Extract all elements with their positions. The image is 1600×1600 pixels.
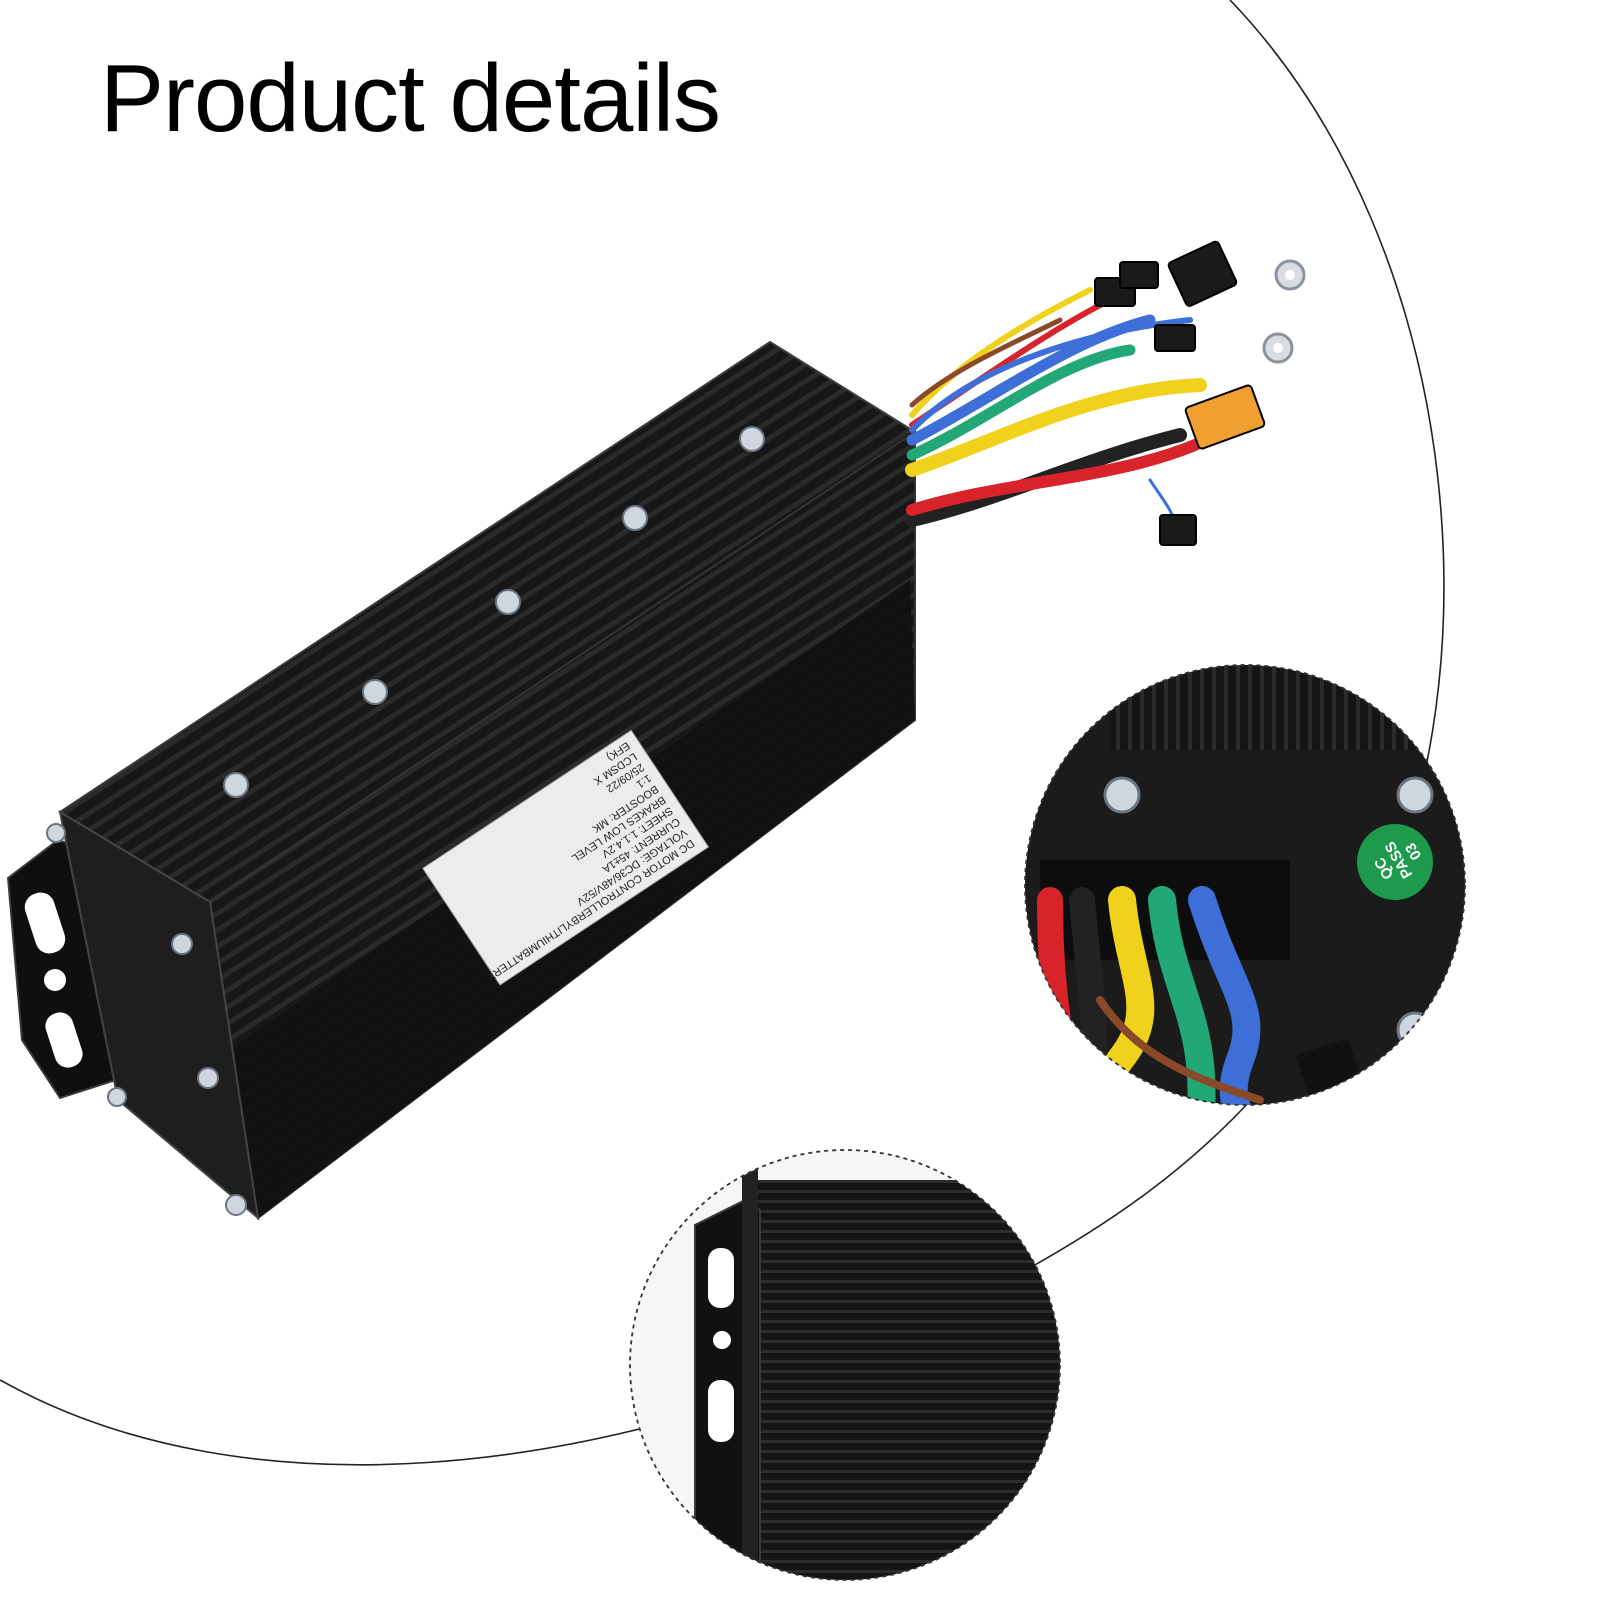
page-title: Product details (100, 45, 721, 152)
detail-wires-closeup: QC PASS 03 (1025, 665, 1465, 1105)
screw-icon (46, 426, 765, 1216)
wire-bundle (905, 287, 1207, 532)
detail-circle-border (629, 1149, 1061, 1581)
detail-bracket-closeup (630, 1150, 1060, 1580)
xt-connector (1184, 384, 1266, 450)
decorative-arc (0, 0, 1445, 1466)
qc-sticker-line: 03 (1402, 840, 1425, 863)
controller-end-cap (58, 809, 260, 1221)
connector (1094, 240, 1266, 546)
motor-controller-image: DC MOTOR CONTROLLERBYLITHIUMBATTERY VOLT… (6, 240, 1306, 1221)
detail-circle-border (1024, 664, 1466, 1106)
ring-terminal (1262, 259, 1306, 364)
qc-pass-sticker (1357, 824, 1433, 900)
